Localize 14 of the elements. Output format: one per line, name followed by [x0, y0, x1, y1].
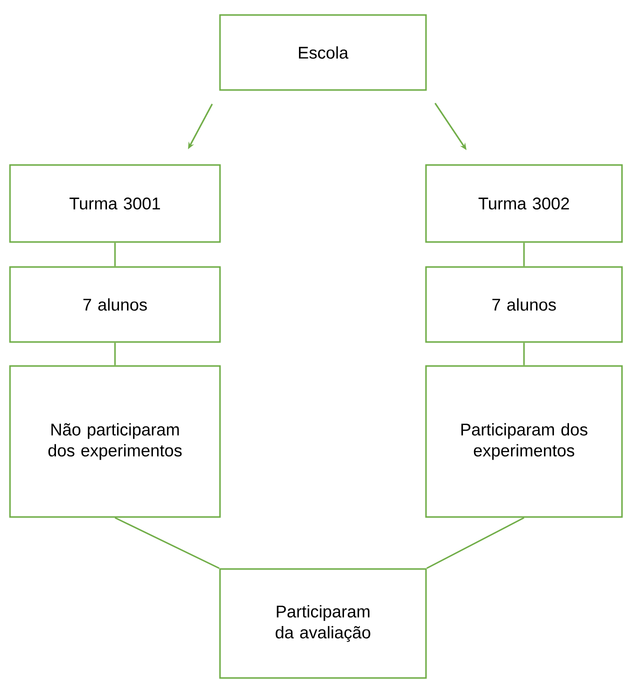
process-box: Participaram dos experimentos — [425, 365, 623, 518]
process-box: Não participaram dos experimentos — [9, 365, 221, 518]
connector-line — [114, 242, 116, 266]
process-box: 7 alunos — [425, 266, 623, 343]
connector-line — [523, 242, 525, 266]
connector-line — [114, 517, 220, 569]
process-box: Turma 3002 — [425, 164, 623, 243]
connector-line — [114, 342, 116, 366]
process-box: Turma 3001 — [9, 164, 221, 243]
process-box: Participaram da avaliação — [219, 568, 427, 679]
connector-line — [523, 342, 525, 366]
process-box: 7 alunos — [9, 266, 221, 343]
connector-line — [426, 517, 524, 569]
process-box: Escola — [219, 14, 427, 91]
